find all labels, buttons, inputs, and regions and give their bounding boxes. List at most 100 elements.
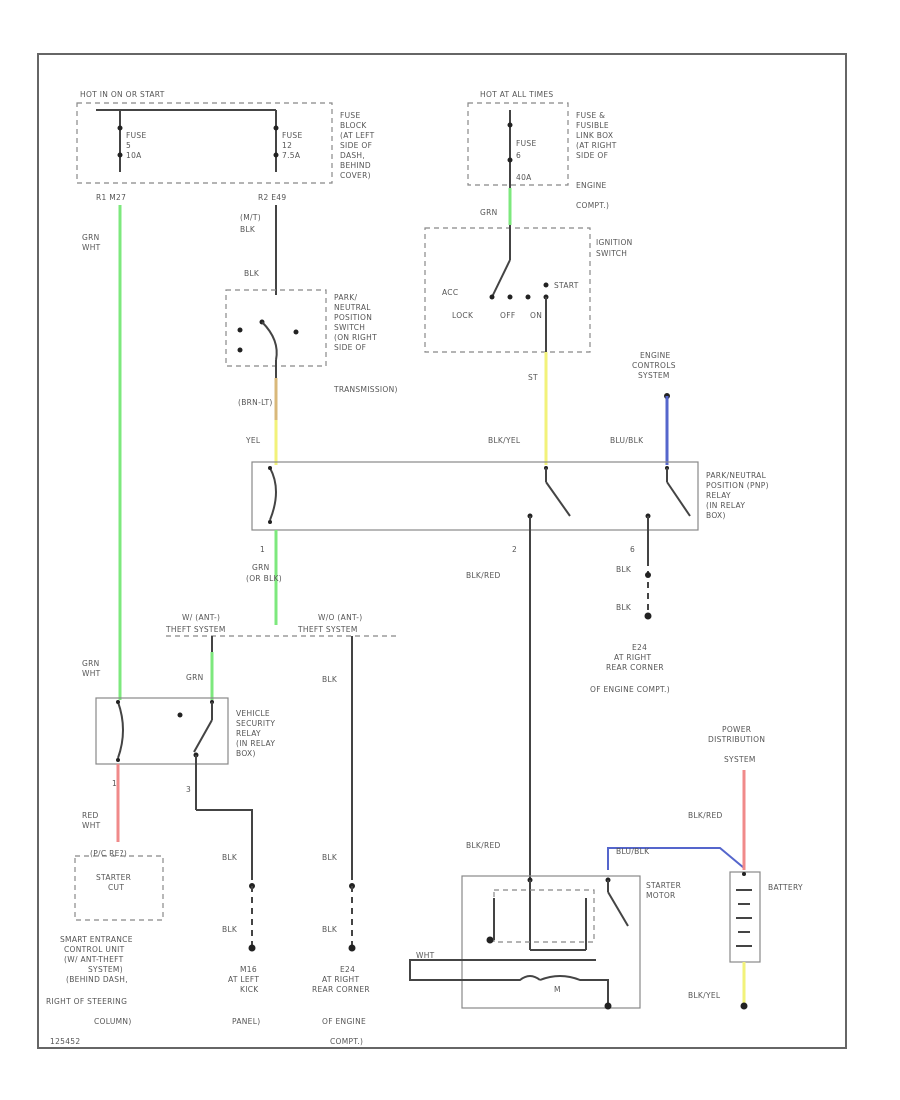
blk-pnp: BLK [244, 269, 260, 278]
ign-start: START [554, 281, 579, 290]
svg-text:FUSIBLE: FUSIBLE [576, 121, 609, 130]
svg-text:NEUTRAL: NEUTRAL [334, 303, 371, 312]
svg-text:CONTROLS: CONTROLS [632, 361, 676, 370]
start-cut-box [74, 855, 164, 921]
svg-text:BLOCK: BLOCK [340, 121, 367, 130]
grn-wht-top-2: WHT [82, 243, 101, 252]
svg-text:SYSTEM): SYSTEM) [88, 965, 123, 974]
start-cut-1: STARTER [96, 873, 131, 882]
blu-blk-label: BLU/BLK [610, 436, 644, 445]
svg-text:SWITCH: SWITCH [596, 249, 627, 258]
mt-blk-1: (M/T) [240, 213, 261, 222]
svg-text:PARK/: PARK/ [334, 293, 358, 302]
svg-text:BEHIND: BEHIND [340, 161, 371, 170]
svg-text:POSITION: POSITION [334, 313, 372, 322]
svg-text:M16: M16 [240, 965, 257, 974]
svg-text:RELAY: RELAY [706, 491, 731, 500]
wht-label: WHT [416, 951, 435, 960]
brn-label: (BRN-LT) [238, 398, 273, 407]
svg-text:E24: E24 [340, 965, 355, 974]
start-cut-tag: (P/C RE?) [90, 849, 127, 858]
blk-e24b-2: BLK [322, 925, 338, 934]
grn-or-blk-2: (OR BLK) [246, 574, 282, 583]
vsr-box [95, 697, 229, 765]
fuse3-num: 6 [516, 151, 521, 160]
svg-text:VEHICLE: VEHICLE [236, 709, 270, 718]
svg-text:SWITCH: SWITCH [334, 323, 365, 332]
svg-text:COVER): COVER) [340, 171, 371, 180]
blu-wire-battery [607, 847, 745, 870]
blk-e24-1: BLK [616, 565, 632, 574]
svg-text:MOTOR: MOTOR [646, 891, 676, 900]
grn-ign-label: GRN [480, 208, 498, 217]
theft-right-1: W/O (ANT-) [318, 613, 362, 622]
fuse3-name: FUSE [516, 139, 537, 148]
fuse1-bot-dot [117, 152, 123, 158]
e24b-text: E24 AT RIGHT REAR CORNER OF ENGINE COMPT… [312, 965, 370, 1046]
blu-blk-bat: BLU/BLK [616, 847, 650, 856]
blk-yel-bottom: BLK/YEL [688, 991, 721, 1000]
ign-on: ON [530, 311, 542, 320]
battery-label: BATTERY [768, 883, 803, 892]
svg-text:(AT LEFT: (AT LEFT [340, 131, 375, 140]
pnp-relay-text: PARK/NEUTRAL POSITION (PNP) RELAY (IN RE… [706, 471, 769, 520]
svg-text:RIGHT OF STEERING: RIGHT OF STEERING [46, 997, 127, 1006]
grn-wht-mid-2: WHT [82, 669, 101, 678]
svg-text:(IN RELAY: (IN RELAY [706, 501, 745, 510]
svg-text:(BEHIND DASH,: (BEHIND DASH, [66, 975, 128, 984]
svg-text:OF ENGINE: OF ENGINE [322, 1017, 366, 1026]
fuse3-amp: 40A [516, 173, 532, 182]
e24-text: E24 AT RIGHT REAR CORNER OF ENGINE COMPT… [590, 643, 670, 694]
svg-text:DISTRIBUTION: DISTRIBUTION [708, 735, 765, 744]
fuse2-num: 12 [282, 141, 292, 150]
grn-relay-label: GRN [186, 673, 204, 682]
footer-code: 125452 [50, 1037, 80, 1046]
svg-text:TRANSMISSION): TRANSMISSION) [333, 385, 398, 394]
ign-lock: LOCK [452, 311, 474, 320]
svg-text:COMPT.): COMPT.) [576, 201, 609, 210]
svg-text:SYSTEM: SYSTEM [638, 371, 670, 380]
pin-1-pnp: 1 [260, 545, 265, 554]
yel-label: YEL [245, 436, 261, 445]
svg-text:COLUMN): COLUMN) [94, 1017, 132, 1026]
grn-or-blk-1: GRN [252, 563, 270, 572]
fuse-hot-run-label: HOT IN ON OR START [80, 90, 165, 99]
fuse2-amp: 7.5A [282, 151, 301, 160]
fusible-box [467, 102, 569, 186]
red-wht-2: WHT [82, 821, 101, 830]
ign-off: OFF [500, 311, 515, 320]
theft-left-2: THEFT SYSTEM [165, 625, 226, 634]
fuse1-top-dot [117, 125, 123, 131]
svg-text:SECURITY: SECURITY [236, 719, 275, 728]
solenoid-dash [493, 889, 595, 943]
svg-text:DASH,: DASH, [340, 151, 365, 160]
fuse-block-box [76, 102, 333, 184]
svg-text:AT RIGHT: AT RIGHT [614, 653, 651, 662]
grn-wht-top-1: GRN [82, 233, 100, 242]
fuse1-name: FUSE [126, 131, 147, 140]
svg-text:(AT RIGHT: (AT RIGHT [576, 141, 617, 150]
starter-text: STARTER MOTOR [646, 881, 681, 900]
fusible-text: FUSE & FUSIBLE LINK BOX (AT RIGHT SIDE O… [576, 111, 617, 210]
svg-text:E24: E24 [632, 643, 647, 652]
grn-wht-mid-1: GRN [82, 659, 100, 668]
svg-text:AT LEFT: AT LEFT [228, 975, 259, 984]
ignition-switch-box [424, 227, 591, 353]
smart-entrance-text: SMART ENTRANCE CONTROL UNIT (W/ ANT-THEF… [46, 935, 133, 1026]
svg-text:CONTROL UNIT: CONTROL UNIT [64, 945, 125, 954]
ign-pin-st: ST [528, 373, 538, 382]
svg-text:SYSTEM: SYSTEM [724, 755, 756, 764]
svg-text:STARTER: STARTER [646, 881, 681, 890]
blk-red-starter: BLK/RED [466, 841, 501, 850]
svg-text:PANEL): PANEL) [232, 1017, 260, 1026]
pnp-relay-box [251, 461, 699, 531]
blk-e24-2: BLK [616, 603, 632, 612]
blk-g2: BLK [222, 925, 238, 934]
ign-acc: ACC [442, 288, 458, 297]
svg-text:KICK: KICK [240, 985, 259, 994]
theft-left-1: W/ (ANT-) [182, 613, 220, 622]
theft-right-2: THEFT SYSTEM [297, 625, 358, 634]
svg-text:SMART ENTRANCE: SMART ENTRANCE [60, 935, 133, 944]
motor-m: M [554, 985, 561, 994]
